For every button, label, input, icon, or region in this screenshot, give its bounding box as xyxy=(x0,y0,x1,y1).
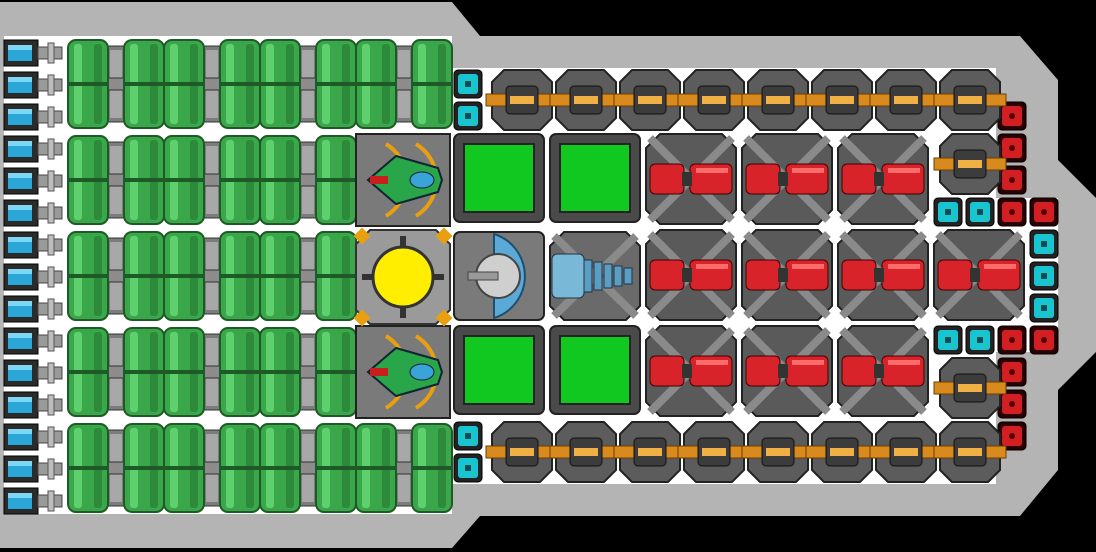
thruster xyxy=(3,103,63,131)
sensor-node xyxy=(1029,293,1059,323)
thruster xyxy=(3,487,63,515)
sensor-node xyxy=(1029,229,1059,259)
fuel-tank xyxy=(259,231,357,321)
thruster xyxy=(3,455,63,483)
fighter-hangar xyxy=(355,325,451,419)
module-grid xyxy=(353,69,1059,483)
fuel-tank xyxy=(163,135,261,225)
railgun-turret xyxy=(869,69,943,131)
shield-dome xyxy=(453,231,545,321)
thruster xyxy=(3,135,63,163)
sensor-node xyxy=(933,325,963,355)
railgun-turret xyxy=(741,69,815,131)
missile-launcher xyxy=(837,325,929,417)
railgun-turret xyxy=(805,69,879,131)
missile-launcher xyxy=(645,325,737,417)
cargo-bay xyxy=(549,133,641,223)
thruster xyxy=(3,359,63,387)
thruster-column xyxy=(3,39,63,515)
thruster xyxy=(3,71,63,99)
sensor-node xyxy=(965,325,995,355)
railgun-turret xyxy=(549,69,623,131)
thruster xyxy=(3,391,63,419)
railgun-turret xyxy=(485,421,559,483)
thruster xyxy=(3,39,63,67)
railgun-turret xyxy=(549,421,623,483)
fuel-tank xyxy=(163,423,261,513)
armor-node xyxy=(997,389,1027,419)
thruster xyxy=(3,199,63,227)
missile-launcher xyxy=(645,229,737,321)
sensor-node xyxy=(453,101,483,131)
armor-node xyxy=(1029,325,1059,355)
fuel-tank xyxy=(355,423,453,513)
railgun-turret xyxy=(613,69,687,131)
missile-launcher xyxy=(741,229,833,321)
railgun-turret xyxy=(869,421,943,483)
fuel-tank xyxy=(259,39,357,129)
fuel-tank xyxy=(67,135,165,225)
thruster xyxy=(3,423,63,451)
cargo-bay xyxy=(453,133,545,223)
missile-launcher xyxy=(933,229,1025,321)
railgun-turret xyxy=(485,69,559,131)
fuel-tank xyxy=(67,423,165,513)
armor-node xyxy=(1029,197,1059,227)
armor-node xyxy=(997,325,1027,355)
railgun-turret xyxy=(677,69,751,131)
fuel-tank xyxy=(67,327,165,417)
fuel-tank xyxy=(259,423,357,513)
fuel-tank xyxy=(163,39,261,129)
railgun-turret xyxy=(741,421,815,483)
armor-node xyxy=(997,197,1027,227)
fighter-hangar xyxy=(355,133,451,227)
reactor-core xyxy=(353,227,453,327)
thruster xyxy=(3,263,63,291)
thruster xyxy=(3,231,63,259)
armor-node xyxy=(997,357,1027,387)
railgun-turret xyxy=(933,421,1007,483)
thruster xyxy=(3,295,63,323)
fuel-tank xyxy=(163,231,261,321)
sensor-node xyxy=(453,421,483,451)
sensor-node xyxy=(453,453,483,483)
missile-launcher xyxy=(837,229,929,321)
railgun-turret xyxy=(677,421,751,483)
cargo-bay xyxy=(549,325,641,415)
sensor-node xyxy=(1029,261,1059,291)
cargo-bay xyxy=(453,325,545,415)
fuel-tank xyxy=(259,327,357,417)
railgun-turret xyxy=(933,357,1007,419)
railgun-turret xyxy=(805,421,879,483)
fuel-tank xyxy=(163,327,261,417)
armor-node xyxy=(997,101,1027,131)
sensor-node xyxy=(965,197,995,227)
armor-node xyxy=(997,421,1027,451)
sensor-node xyxy=(453,69,483,99)
missile-launcher xyxy=(645,133,737,225)
fuel-tank xyxy=(259,135,357,225)
drill-emitter xyxy=(549,231,641,321)
missile-launcher xyxy=(837,133,929,225)
missile-launcher xyxy=(741,133,833,225)
fuel-tank-array xyxy=(67,39,453,513)
railgun-turret xyxy=(933,133,1007,195)
missile-launcher xyxy=(741,325,833,417)
thruster xyxy=(3,167,63,195)
railgun-turret xyxy=(613,421,687,483)
fuel-tank xyxy=(67,39,165,129)
thruster xyxy=(3,327,63,355)
armor-node xyxy=(997,133,1027,163)
sensor-node xyxy=(933,197,963,227)
railgun-turret xyxy=(933,69,1007,131)
fuel-tank xyxy=(355,39,453,129)
fuel-tank xyxy=(67,231,165,321)
